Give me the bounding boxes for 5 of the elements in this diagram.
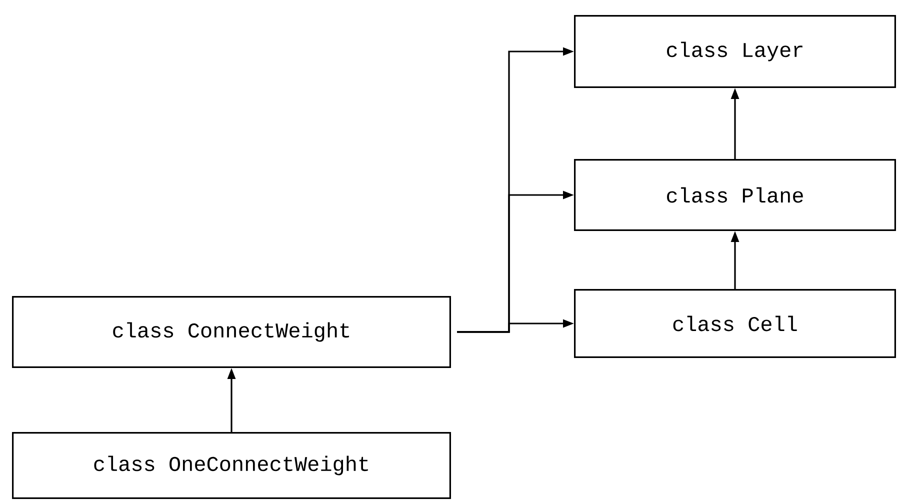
class-box: class Cell: [574, 288, 896, 358]
class-box: class ConnectWeight: [12, 296, 451, 368]
class-box: class Layer: [574, 15, 896, 88]
class-box: class Plane: [574, 158, 896, 231]
class-box: class OneConnectWeight: [12, 432, 451, 499]
